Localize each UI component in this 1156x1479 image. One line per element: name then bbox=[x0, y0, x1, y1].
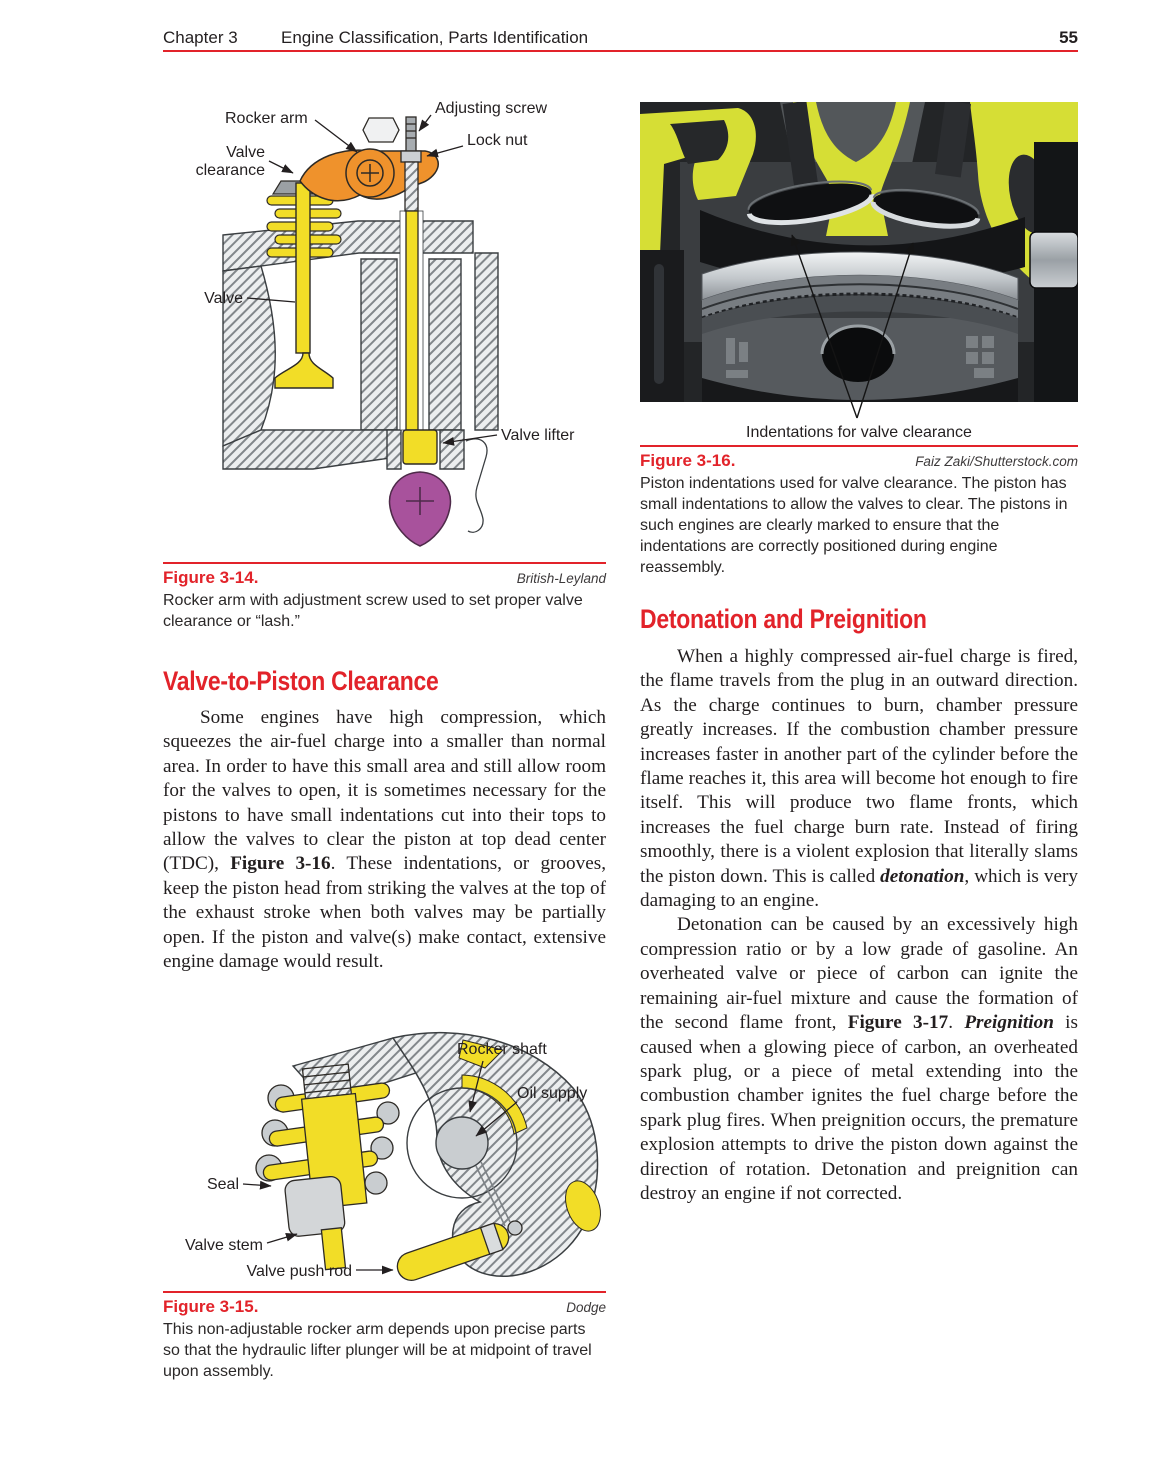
detonation-text: When a highly compressed air-fuel charge… bbox=[640, 645, 1078, 1206]
figure-3-16-credit: Faiz Zaki/Shutterstock.com bbox=[915, 454, 1078, 469]
photo-pointer-label: Indentations for valve clearance bbox=[746, 424, 972, 441]
valve-lifter-drawing bbox=[402, 429, 438, 465]
label-valve-clearance-line1: Valve bbox=[226, 144, 265, 161]
figure-3-15-label: Figure 3-15. bbox=[163, 1297, 259, 1316]
push-rod-drawing bbox=[399, 161, 424, 431]
valve-stem-tip-drawing bbox=[320, 1227, 347, 1271]
header-chapter: Chapter 3 bbox=[163, 28, 238, 47]
figure-3-15-leaders bbox=[242, 1060, 518, 1275]
label-oil-supply: Oil supply bbox=[517, 1085, 587, 1102]
figure-3-14-credit: British-Leyland bbox=[516, 571, 606, 586]
figure-3-16-label: Figure 3-16. bbox=[640, 451, 736, 470]
cam-follower-outline bbox=[465, 438, 488, 533]
paragraph: Detonation can be caused by an excessive… bbox=[640, 914, 1078, 1204]
figure-3-15-caption-head: Figure 3-15. Dodge bbox=[163, 1297, 606, 1317]
label-valve-clearance-line2: clearance bbox=[196, 162, 265, 179]
label-rocker-shaft: Rocker shaft bbox=[457, 1041, 547, 1058]
figure-3-16-photo bbox=[640, 102, 1078, 419]
header-title: Engine Classification, Parts Identificat… bbox=[281, 28, 589, 47]
cam-lobe-drawing bbox=[388, 471, 452, 547]
figure-3-14-rule bbox=[163, 562, 606, 564]
figure-3-14-caption: Rocker arm with adjustment screw used to… bbox=[163, 592, 583, 630]
label-adjusting-screw: Adjusting screw bbox=[435, 100, 547, 117]
header-page-number: 55 bbox=[1059, 28, 1078, 47]
label-valve-lifter: Valve lifter bbox=[501, 427, 575, 444]
cylinder-head-cutaway bbox=[222, 220, 499, 470]
figure-3-16-caption-head: Figure 3-16. Faiz Zaki/Shutterstock.com bbox=[640, 451, 1078, 471]
heading-detonation-and-preignition: Detonation and Preignition bbox=[640, 604, 927, 634]
figure-3-14-diagram: Rocker arm Adjusting screw Lock nut Valv… bbox=[196, 100, 575, 547]
figure-3-16-rule bbox=[640, 445, 1078, 447]
engine-cutaway-photo bbox=[640, 102, 1078, 402]
label-valve: Valve bbox=[204, 290, 243, 307]
figure-3-14-label: Figure 3-14. bbox=[163, 568, 259, 587]
figure-3-16-caption: Piston indentations used for valve clear… bbox=[640, 475, 1068, 576]
paragraph: When a highly compressed air-fuel charge… bbox=[640, 646, 1078, 912]
rocker-shaft-drawing bbox=[435, 1116, 489, 1170]
figure-3-15-credit: Dodge bbox=[566, 1300, 606, 1315]
figure-3-15-diagram: Rocker shaft Oil supply Seal Valve stem … bbox=[185, 1031, 601, 1281]
seal-drawing bbox=[284, 1175, 346, 1237]
figure-3-15-caption: This non-adjustable rocker arm depends u… bbox=[163, 1321, 592, 1380]
valve-to-piston-text: Some engines have high compression, whic… bbox=[163, 706, 606, 974]
label-valve-push-rod: Valve push rod bbox=[246, 1263, 352, 1280]
indentation-pointer-lines bbox=[790, 234, 915, 419]
figure-3-15-rule bbox=[163, 1291, 606, 1293]
adjusting-screw-drawing bbox=[362, 116, 422, 163]
figure-3-14-caption-head: Figure 3-14. British-Leyland bbox=[163, 568, 606, 588]
label-seal: Seal bbox=[207, 1176, 239, 1193]
paragraph: Some engines have high compression, whic… bbox=[163, 707, 606, 973]
label-valve-stem: Valve stem bbox=[185, 1237, 263, 1254]
push-rod-15-drawing bbox=[396, 1220, 523, 1281]
heading-valve-to-piston-clearance: Valve-to-Piston Clearance bbox=[163, 666, 439, 696]
header-rule bbox=[163, 50, 1078, 52]
valve-assembly-drawing bbox=[255, 1063, 400, 1271]
figure-3-14-leaders bbox=[246, 114, 498, 446]
label-lock-nut: Lock nut bbox=[467, 132, 528, 149]
label-rocker-arm: Rocker arm bbox=[225, 110, 308, 127]
